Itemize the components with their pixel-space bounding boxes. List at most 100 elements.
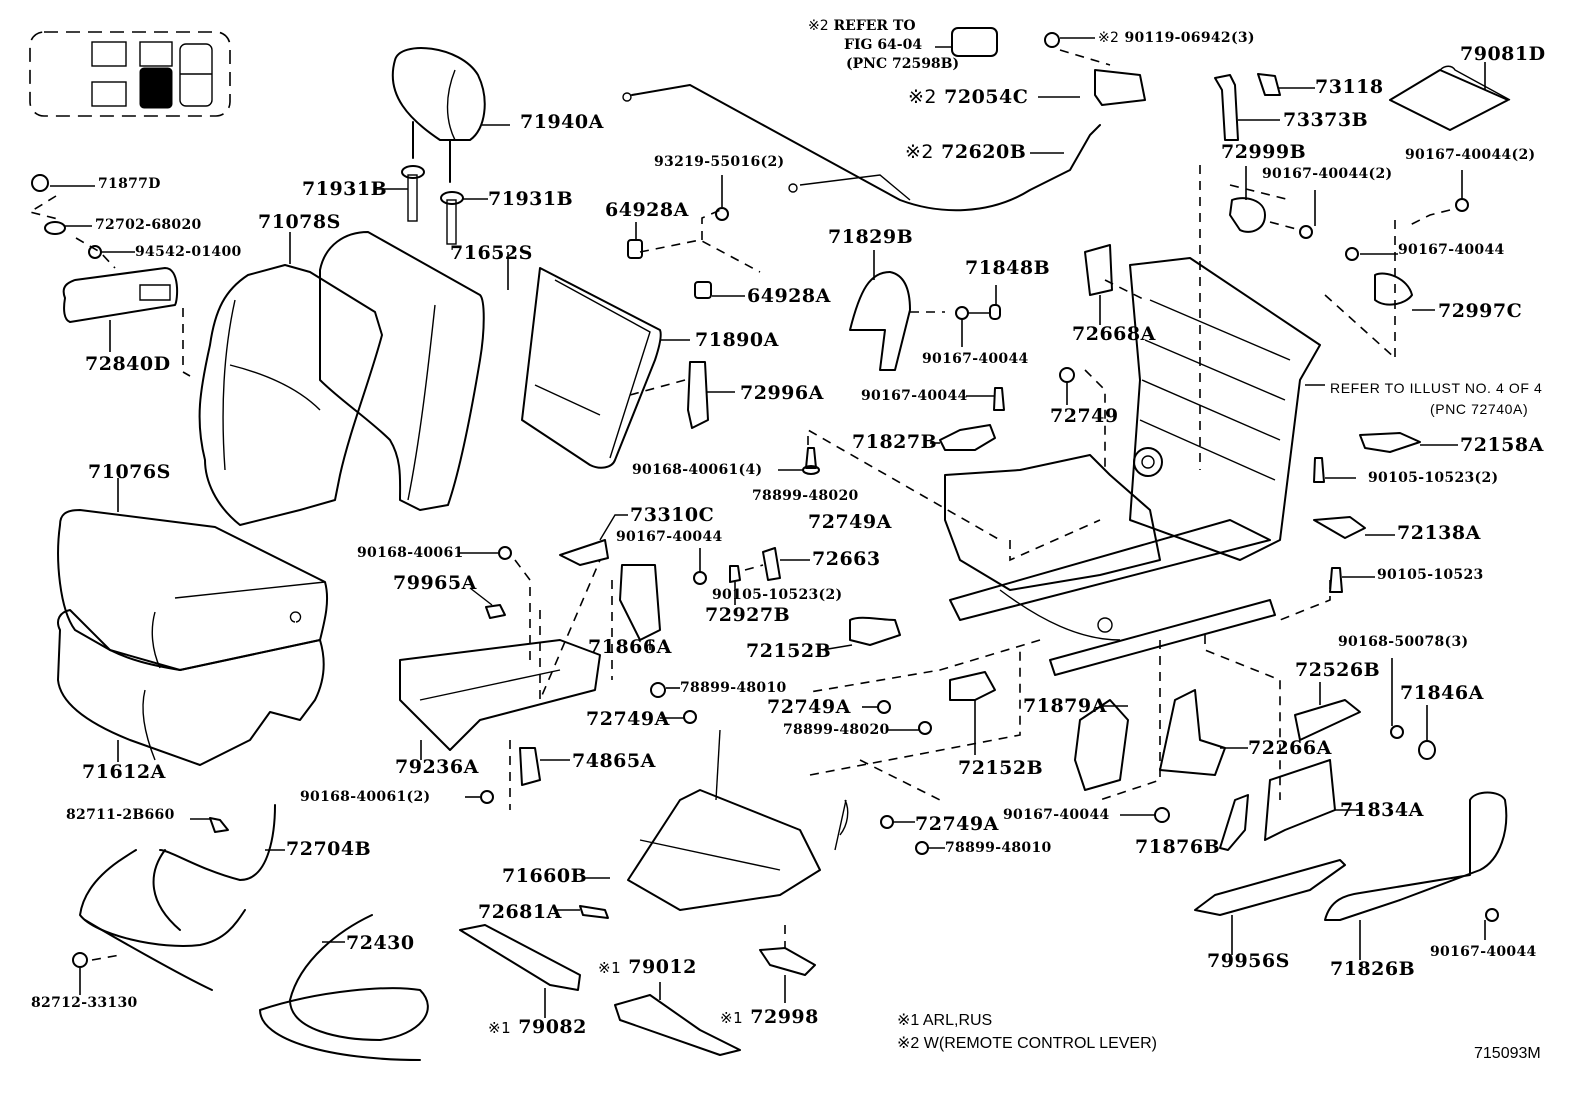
- part-label-71827B[interactable]: 71827B: [852, 431, 938, 453]
- reference-note-illust-4-of-4[interactable]: REFER TO ILLUST NO. 4 OF 4 (PNC 72740A): [1330, 378, 1542, 420]
- part-label-73373B[interactable]: 73373B: [1283, 109, 1369, 131]
- part-label-90167-40044-2b[interactable]: 90167-40044(2): [1405, 147, 1536, 163]
- part-label-72997C[interactable]: 72997C: [1438, 300, 1523, 322]
- part-label-90167-40044-b[interactable]: 90167-40044: [861, 388, 968, 404]
- side-cover-illustration: [849, 250, 1001, 371]
- note-mark: ※2: [908, 86, 938, 108]
- part-label-72526B[interactable]: 72526B: [1295, 659, 1381, 681]
- footnote-2: ※2 W(REMOTE CONTROL LEVER): [897, 1036, 1157, 1052]
- part-label-72668A[interactable]: 72668A: [1072, 323, 1156, 345]
- part-label-90167-40044-d[interactable]: 90167-40044: [616, 529, 723, 545]
- lock-bracket-illustration: [629, 361, 735, 429]
- part-label-79236A[interactable]: 79236A: [395, 756, 479, 778]
- part-label-72704B[interactable]: 72704B: [286, 838, 372, 860]
- part-label-71931B-left[interactable]: 71931B: [302, 178, 388, 200]
- note-mark: ※1: [598, 959, 622, 977]
- part-label-82712-33130[interactable]: 82712-33130: [31, 995, 138, 1011]
- part-label-72749A-b[interactable]: 72749A: [586, 708, 670, 730]
- part-label-72138A[interactable]: 72138A: [1397, 522, 1481, 544]
- part-number: 79082: [518, 1016, 587, 1038]
- part-label-78899-48010-a[interactable]: 78899-48010: [680, 680, 787, 696]
- part-label-71660B[interactable]: 71660B: [502, 865, 588, 887]
- part-label-90167-40044-2a[interactable]: 90167-40044(2): [1262, 166, 1393, 182]
- part-label-90119-06942[interactable]: ※2 90119-06942(3): [1098, 31, 1255, 45]
- part-label-72681A[interactable]: 72681A: [478, 901, 562, 923]
- part-label-71846A[interactable]: 71846A: [1400, 682, 1484, 704]
- part-label-71076S[interactable]: 71076S: [88, 461, 171, 483]
- part-label-72663[interactable]: 72663: [812, 548, 881, 570]
- part-label-73310C[interactable]: 73310C: [630, 504, 715, 526]
- part-label-72749A-d[interactable]: 72749A: [915, 813, 999, 835]
- part-label-79012[interactable]: ※1 79012: [598, 958, 697, 977]
- part-label-71652S[interactable]: 71652S: [450, 242, 533, 264]
- part-label-72749A-a[interactable]: 72749A: [808, 511, 892, 533]
- part-label-72152B-a[interactable]: 72152B: [746, 640, 832, 662]
- part-label-72152B-b[interactable]: 72152B: [958, 757, 1044, 779]
- part-label-90167-40044-c[interactable]: 90167-40044: [1398, 242, 1505, 258]
- part-label-64928A-top[interactable]: 64928A: [605, 199, 689, 221]
- part-label-71078S[interactable]: 71078S: [258, 211, 341, 233]
- part-label-72749A-c[interactable]: 72749A: [767, 696, 851, 718]
- part-label-90105-10523-2b[interactable]: 90105-10523(2): [712, 587, 843, 603]
- part-label-71826B[interactable]: 71826B: [1330, 958, 1416, 980]
- part-label-94542-01400[interactable]: 94542-01400: [135, 244, 242, 260]
- part-label-72430[interactable]: 72430: [346, 932, 415, 954]
- part-label-71866A[interactable]: 71866A: [588, 636, 672, 658]
- part-label-90105-10523-2a[interactable]: 90105-10523(2): [1368, 470, 1499, 486]
- seatback-cover-illustration: [198, 232, 383, 526]
- part-label-90167-40044-a[interactable]: 90167-40044: [922, 351, 1029, 367]
- headrest-support-illustration: [374, 165, 488, 245]
- note-mark: ※2: [897, 1035, 920, 1052]
- part-label-79956S[interactable]: 79956S: [1207, 950, 1290, 972]
- part-label-78899-48020-a[interactable]: 78899-48020: [752, 488, 859, 504]
- part-label-72749[interactable]: 72749: [1050, 405, 1119, 427]
- part-label-72998[interactable]: ※1 72998: [720, 1008, 819, 1027]
- note-mark: ※1: [488, 1019, 512, 1037]
- part-label-90168-40061-2[interactable]: 90168-40061(2): [300, 789, 431, 805]
- part-label-71612A[interactable]: 71612A: [82, 761, 166, 783]
- part-label-64928A-mid[interactable]: 64928A: [747, 285, 831, 307]
- part-label-72840D[interactable]: 72840D: [85, 353, 171, 375]
- part-label-72054C[interactable]: ※2 72054C: [908, 88, 1028, 107]
- part-label-90168-40061-4[interactable]: 90168-40061(4): [632, 462, 763, 478]
- footnote-1: ※1 ARL,RUS: [897, 1013, 992, 1029]
- part-label-72266A[interactable]: 72266A: [1248, 737, 1332, 759]
- part-label-90167-40044-e[interactable]: 90167-40044: [1003, 807, 1110, 823]
- part-label-72620B[interactable]: ※2 72620B: [905, 143, 1026, 162]
- part-label-71848B[interactable]: 71848B: [965, 257, 1051, 279]
- middle-left-parts-illustration: [399, 514, 996, 1056]
- note-mark: ※2: [1098, 30, 1120, 46]
- part-label-72702-68020[interactable]: 72702-68020: [95, 217, 202, 233]
- part-label-71940A[interactable]: 71940A: [520, 111, 604, 133]
- seat-locator-icon: [29, 31, 231, 117]
- part-label-71879A[interactable]: 71879A: [1023, 695, 1107, 717]
- part-label-73118[interactable]: 73118: [1315, 76, 1384, 98]
- ref-line: (PNC 72740A): [1430, 401, 1529, 417]
- part-label-82711-2B660[interactable]: 82711-2B660: [66, 807, 175, 823]
- part-label-72927B[interactable]: 72927B: [705, 604, 791, 626]
- part-label-72158A[interactable]: 72158A: [1460, 434, 1544, 456]
- part-label-90168-50078[interactable]: 90168-50078(3): [1338, 634, 1469, 650]
- part-label-71876B[interactable]: 71876B: [1135, 836, 1221, 858]
- part-label-71931B-right[interactable]: 71931B: [488, 188, 574, 210]
- reference-note-fig-64-04[interactable]: ※2 REFER TO FIG 64-04 (PNC 72598B): [808, 17, 959, 74]
- release-cable-illustration: [622, 84, 1101, 212]
- part-label-79081D[interactable]: 79081D: [1460, 43, 1546, 65]
- part-label-93219-55016[interactable]: 93219-55016(2): [654, 154, 785, 170]
- part-label-72996A[interactable]: 72996A: [740, 382, 824, 404]
- part-label-79082[interactable]: ※1 79082: [488, 1018, 587, 1037]
- part-label-79965A[interactable]: 79965A: [393, 572, 477, 594]
- part-label-90167-40044-f[interactable]: 90167-40044: [1430, 944, 1537, 960]
- part-label-71834A[interactable]: 71834A: [1340, 799, 1424, 821]
- part-label-78899-48010-b[interactable]: 78899-48010: [945, 840, 1052, 856]
- part-label-72999B[interactable]: 72999B: [1221, 141, 1307, 163]
- part-label-74865A[interactable]: 74865A: [572, 750, 656, 772]
- part-label-90105-10523[interactable]: 90105-10523: [1377, 567, 1484, 583]
- part-label-71877D[interactable]: 71877D: [98, 176, 161, 192]
- part-label-90168-40061[interactable]: 90168-40061: [357, 545, 464, 561]
- part-label-71829B[interactable]: 71829B: [828, 226, 914, 248]
- part-label-78899-48020-b[interactable]: 78899-48020: [783, 722, 890, 738]
- seatback-pad-illustration: [319, 231, 509, 511]
- part-label-71890A[interactable]: 71890A: [695, 329, 779, 351]
